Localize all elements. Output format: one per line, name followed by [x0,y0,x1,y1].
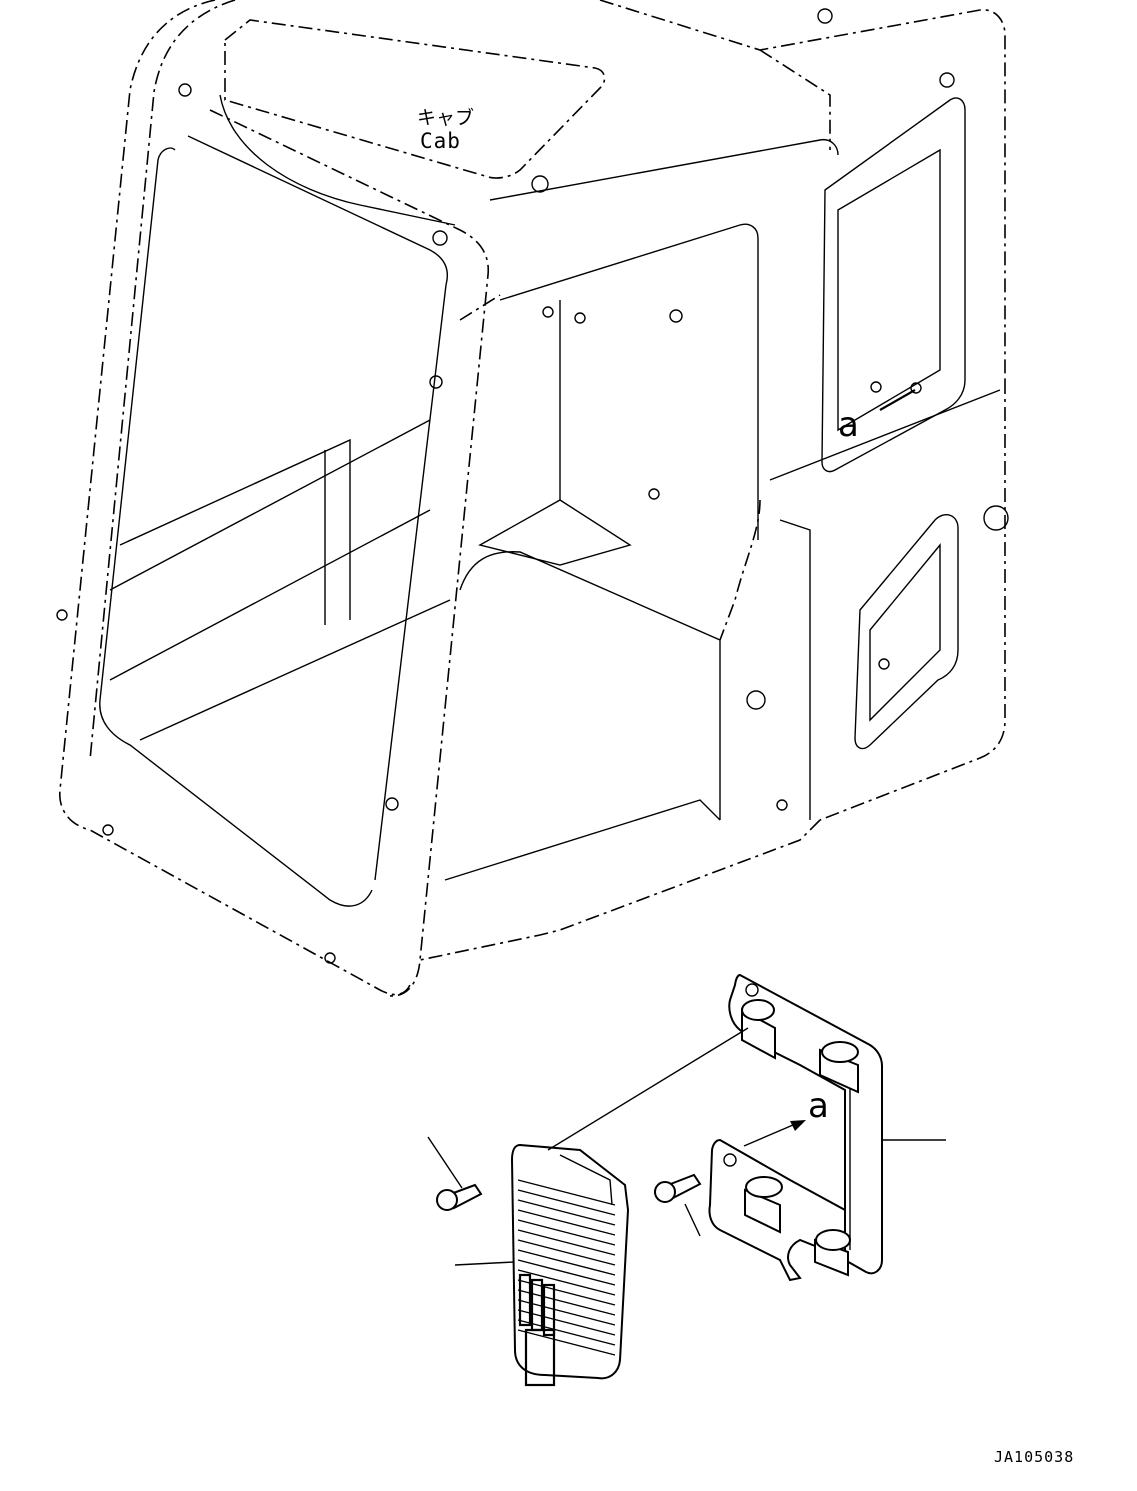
bolt-right [654,1173,702,1203]
controller-unit [427,1027,749,1387]
reference-a-bracket: a [808,1086,829,1126]
mounting-bracket [708,973,946,1282]
bolt-left [436,1183,483,1211]
cab-outline [56,0,1009,997]
reference-a-mount-point: a [838,405,859,445]
cab-label-japanese: キャブ [417,106,474,129]
drawing-code: JA105038 [994,1448,1074,1466]
cab-label-english: Cab [420,129,461,153]
